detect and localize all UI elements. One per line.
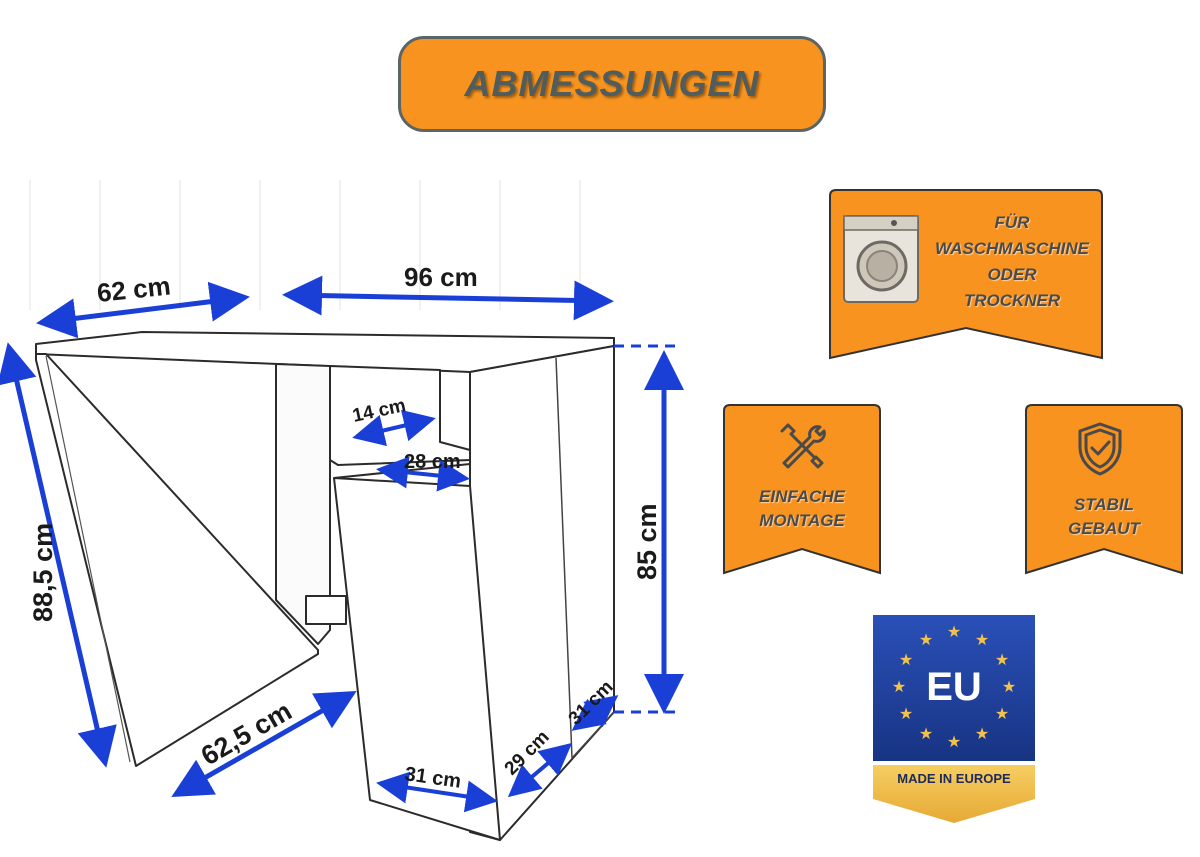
back-panel xyxy=(275,363,331,645)
washer-line-1: FÜR xyxy=(994,213,1030,232)
assembly-badge: EINFACHE MONTAGE xyxy=(722,403,882,577)
eu-star-icon: ★ xyxy=(947,622,961,641)
arrow-side-depth xyxy=(507,742,573,798)
stable-line-1: STABIL xyxy=(1073,495,1135,514)
svg-text:★: ★ xyxy=(947,732,961,751)
washer-line-4: TROCKNER xyxy=(963,291,1061,310)
label-height-right: 85 cm xyxy=(632,503,662,580)
svg-text:★: ★ xyxy=(919,724,933,743)
washer-badge: FÜR WASCHMASCHINE ODER TROCKNER xyxy=(828,188,1104,364)
arrow-bottom-depth xyxy=(171,691,357,797)
assembly-line-1: EINFACHE xyxy=(759,487,845,506)
label-top-width: 96 cm xyxy=(404,262,478,292)
svg-text:★: ★ xyxy=(975,724,989,743)
eu-label: EU xyxy=(926,665,982,709)
svg-text:★: ★ xyxy=(1002,677,1016,696)
washer-line-2: WASCHMASCHINE xyxy=(935,239,1089,258)
label-drawer-top: 28 cm xyxy=(404,451,461,473)
washing-machine-icon xyxy=(843,215,919,303)
eu-badge-shape: ★ ★ ★ ★ ★ ★ ★ ★ ★ ★ ★ ★ xyxy=(873,615,1035,823)
svg-text:★: ★ xyxy=(899,650,913,669)
eu-badge: ★ ★ ★ ★ ★ ★ ★ ★ ★ ★ ★ ★ EU MADE IN EUROP… xyxy=(873,615,1035,825)
label-top-depth: 62 cm xyxy=(95,270,171,308)
title-banner: ABMESSUNGEN xyxy=(398,36,826,132)
made-in-europe-label: MADE IN EUROPE xyxy=(897,771,1011,786)
svg-text:★: ★ xyxy=(975,630,989,649)
svg-text:★: ★ xyxy=(919,630,933,649)
background-lines xyxy=(29,180,581,310)
wrench-screwdriver-icon xyxy=(780,423,826,469)
arrow-height-left xyxy=(0,342,117,768)
stable-badge: STABIL GEBAUT xyxy=(1024,403,1184,577)
arrow-inner-depth xyxy=(352,409,436,447)
arrow-drawer-top xyxy=(376,456,470,492)
stable-line-2: GEBAUT xyxy=(1068,519,1140,538)
arrow-drawer-bottom xyxy=(376,771,498,813)
shield-check-icon xyxy=(1078,422,1122,476)
arrow-side-width xyxy=(571,695,619,731)
svg-text:★: ★ xyxy=(995,650,1009,669)
eu-stars: ★ ★ ★ ★ ★ ★ ★ ★ ★ ★ ★ ★ xyxy=(892,622,1016,751)
svg-text:★: ★ xyxy=(892,677,906,696)
svg-text:★: ★ xyxy=(995,704,1009,723)
assembly-badge-shape xyxy=(723,404,881,575)
arrow-top-width xyxy=(282,275,614,321)
page-title: ABMESSUNGEN xyxy=(464,63,760,104)
desk-dimension-drawing: 62 cm 96 cm 88,5 cm 85 cm 62,5 cm 14 cm … xyxy=(0,180,684,841)
washer-line-3: ODER xyxy=(987,265,1037,284)
svg-text:★: ★ xyxy=(899,704,913,723)
stable-badge-shape xyxy=(1025,404,1183,575)
bracket xyxy=(305,595,347,625)
assembly-line-2: MONTAGE xyxy=(759,511,845,530)
label-height-left: 88,5 cm xyxy=(28,523,58,622)
arrow-top-depth xyxy=(36,281,250,339)
